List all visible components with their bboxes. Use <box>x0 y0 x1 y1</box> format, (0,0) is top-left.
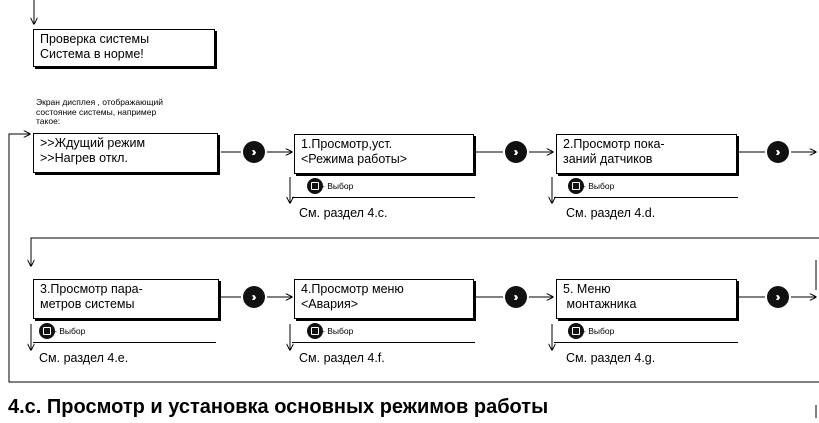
menu-3-system-parameters-box: 3.Просмотр пара- метров системы <box>33 279 219 319</box>
menu-2-section-ref: См. раздел 4.d. <box>566 206 656 220</box>
select-label: - Выбор <box>583 181 615 191</box>
square-button-icon <box>568 178 584 194</box>
display-note-line-3: такое: <box>36 116 61 126</box>
square-button-icon <box>307 323 323 339</box>
menu-1-select-hint: - Выбор <box>307 178 353 194</box>
menu-2-line-1: 2.Просмотр пока- <box>563 137 665 151</box>
double-chevron-right-icon[interactable]: ›› <box>243 286 265 308</box>
square-button-icon <box>568 323 584 339</box>
display-note-line-2: состояние системы, например <box>36 106 157 117</box>
double-chevron-right-icon[interactable]: ›› <box>767 286 789 308</box>
select-label: - Выбор <box>54 326 86 336</box>
menu-2-divider <box>554 197 738 198</box>
system-ok-text: Система в норме! <box>40 47 144 61</box>
menu-2-select-hint: - Выбор <box>568 178 614 194</box>
menu-4-alarm-box: 4.Просмотр меню <Авария> <box>294 279 474 319</box>
menu-5-line-2: монтажника <box>563 297 637 311</box>
display-note-line-1: Экран дисплея , отображающий <box>36 97 163 107</box>
select-label: - Выбор <box>583 326 615 336</box>
menu-3-line-1: 3.Просмотр пара- <box>40 282 143 296</box>
system-check-box: Проверка системы Система в норме! <box>33 29 215 67</box>
menu-3-section-ref: См. раздел 4.e. <box>39 351 129 365</box>
menu-1-operating-mode-box: 1.Просмотр,уст. <Режима работы> <box>294 134 474 174</box>
menu-2-line-2: заний датчиков <box>563 152 653 166</box>
status-standby-text: >>Ждущий режим <box>40 136 146 150</box>
menu-4-select-hint: - Выбор <box>307 323 353 339</box>
double-chevron-right-icon[interactable]: ›› <box>505 286 527 308</box>
menu-3-line-2: метров системы <box>40 297 135 311</box>
double-chevron-right-icon[interactable]: ›› <box>767 141 789 163</box>
menu-5-line-1: 5. Меню <box>563 282 611 296</box>
menu-4-line-2: <Авария> <box>301 297 359 311</box>
menu-5-select-hint: - Выбор <box>568 323 614 339</box>
menu-4-divider <box>292 342 475 343</box>
menu-5-installer-box: 5. Меню монтажника <box>556 279 737 319</box>
menu-3-select-hint: - Выбор <box>39 323 85 339</box>
display-note: Экран дисплея , отображающий состояние с… <box>36 97 163 127</box>
system-check-title: Проверка системы <box>40 32 150 46</box>
menu-1-divider <box>292 197 475 198</box>
square-button-icon <box>39 323 55 339</box>
section-heading: 4.c. Просмотр и установка основных режим… <box>8 396 549 418</box>
menu-1-line-2: <Режима работы> <box>301 152 408 166</box>
menu-1-section-ref: См. раздел 4.c. <box>299 206 388 220</box>
status-display-box: >>Ждущий режим >>Нагрев откл. <box>33 133 218 173</box>
status-heating-text: >>Нагрев откл. <box>40 151 128 165</box>
menu-4-line-1: 4.Просмотр меню <box>301 282 404 296</box>
menu-5-section-ref: См. раздел 4.g. <box>566 351 656 365</box>
menu-4-section-ref: См. раздел 4.f. <box>299 351 385 365</box>
menu-2-sensor-readings-box: 2.Просмотр пока- заний датчиков <box>556 134 737 174</box>
double-chevron-right-icon[interactable]: ›› <box>505 141 527 163</box>
menu-5-divider <box>554 342 738 343</box>
double-chevron-right-icon[interactable]: ›› <box>243 141 265 163</box>
select-label: - Выбор <box>322 181 354 191</box>
menu-1-line-1: 1.Просмотр,уст. <box>301 137 393 151</box>
select-label: - Выбор <box>322 326 354 336</box>
square-button-icon <box>307 178 323 194</box>
menu-3-divider <box>33 342 216 343</box>
